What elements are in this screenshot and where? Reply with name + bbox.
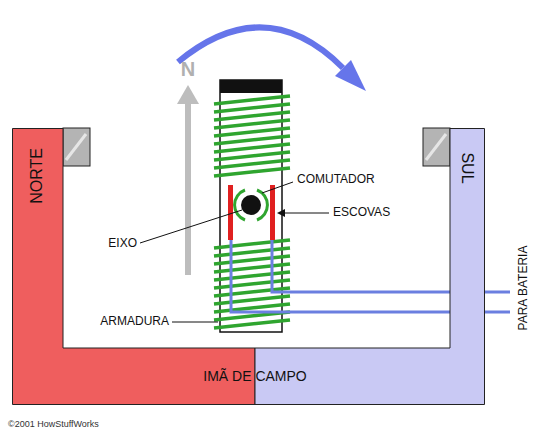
part-label: ESCOVAS (333, 206, 390, 219)
magnet-pole: NORTE (12, 128, 255, 405)
pole-highlight (426, 134, 446, 160)
field-arrow (185, 100, 191, 275)
leader-line (283, 213, 329, 214)
brush (270, 185, 275, 240)
magnet-pole: SUL (255, 128, 485, 405)
leader-line (140, 210, 242, 243)
armature-cap (220, 80, 282, 93)
pole-highlight (66, 134, 86, 160)
leader-arrowhead (277, 209, 285, 217)
copyright-note: ©2001 HowStuffWorks (8, 420, 99, 430)
armature-coil (214, 96, 290, 176)
armature-coil (214, 240, 290, 328)
part-label: COMUTADOR (297, 173, 375, 186)
magnet-shape (12, 128, 255, 405)
pole-name: NORTE (28, 148, 46, 204)
pole-piece (63, 128, 90, 166)
magnet-outline (13, 129, 256, 405)
leader-line (262, 182, 293, 193)
magnet-shape (255, 128, 485, 405)
pole-name: SUL (458, 152, 476, 183)
rotation-arrowhead (335, 60, 366, 91)
field-arrowhead (177, 85, 199, 104)
brush (228, 185, 233, 240)
part-label: EIXO (108, 237, 137, 250)
magnet-outline (255, 129, 485, 405)
battery-label: PARA BATERIA (517, 246, 530, 331)
leader-line (172, 322, 218, 323)
magnet-label: IMÃ DE CAMPO (203, 369, 306, 384)
rotation-arrow (178, 27, 343, 68)
shaft (241, 195, 261, 215)
pole-piece (423, 128, 450, 166)
part-label: ARMADURA (100, 315, 169, 328)
field-direction: N (181, 58, 195, 80)
